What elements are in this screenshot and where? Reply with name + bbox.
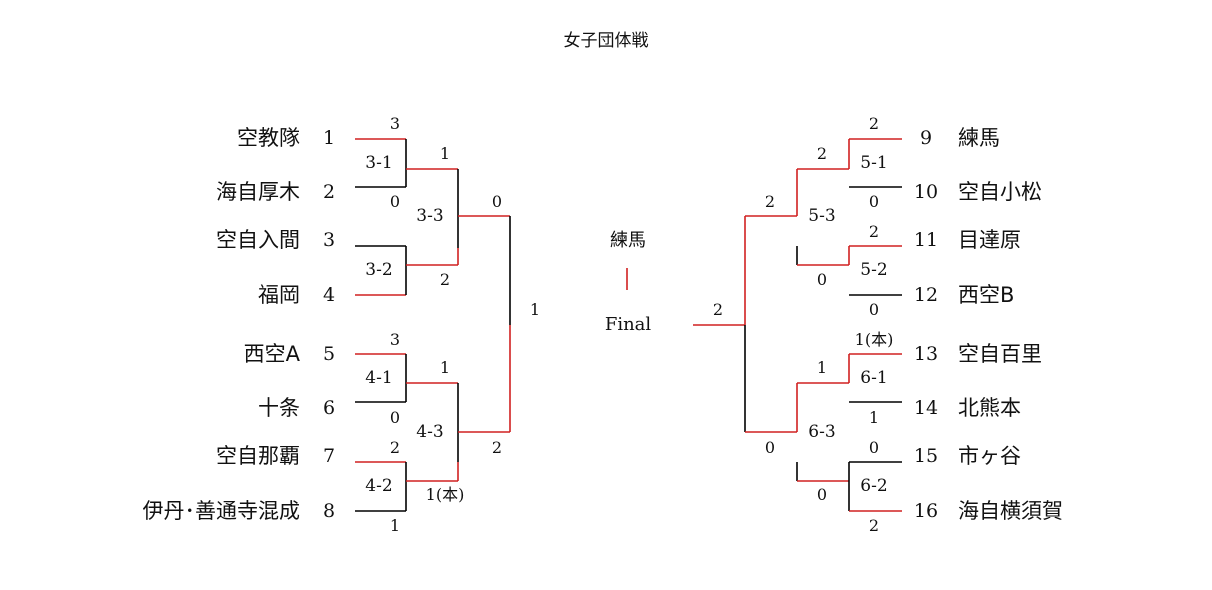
seed-left-2: 2 <box>322 181 336 203</box>
score-left-r1-m1-top: 3 <box>389 114 401 133</box>
score-right-r1-m1-bottom: 0 <box>868 192 880 211</box>
seed-right-10: 10 <box>913 181 939 203</box>
match-label-4-2: 4-2 <box>365 476 393 496</box>
seed-left-7: 7 <box>322 445 336 467</box>
seed-left-6: 6 <box>322 397 336 419</box>
score-right-r1-m3-top: 1(本) <box>854 330 894 349</box>
team-name-left-1: 空教隊 <box>237 126 300 150</box>
seed-right-9: 9 <box>919 127 933 149</box>
team-name-right-11: 目達原 <box>958 228 1021 252</box>
match-label-5-1: 5-1 <box>860 153 888 173</box>
team-name-left-4: 福岡 <box>258 283 300 307</box>
score-left-r2-m2-top: 1 <box>439 358 451 377</box>
team-name-right-12: 西空B <box>958 283 1015 307</box>
seed-left-3: 3 <box>322 229 336 251</box>
team-name-right-16: 海自横須賀 <box>958 499 1063 523</box>
seed-left-4: 4 <box>322 284 336 306</box>
seed-left-1: 1 <box>322 127 336 149</box>
score-left-r2-m1-top: 1 <box>439 144 451 163</box>
score-left-r1-m4-top: 2 <box>389 438 401 457</box>
score-right-r2-m1-top: 2 <box>816 144 828 163</box>
match-label-6-3: 6-3 <box>808 422 836 442</box>
score-right-r2-m2-top: 1 <box>816 358 828 377</box>
match-label-3-3: 3-3 <box>416 206 444 226</box>
final-score-left: 1 <box>529 300 541 319</box>
final-score-right: 2 <box>712 300 724 319</box>
seed-right-11: 11 <box>913 229 939 251</box>
team-name-right-9: 練馬 <box>958 126 1000 150</box>
seed-right-12: 12 <box>913 284 939 306</box>
champion-name: 練馬 <box>610 230 646 251</box>
match-label-4-1: 4-1 <box>365 368 393 388</box>
team-name-left-5: 西空A <box>243 342 300 366</box>
score-right-r1-m4-bottom: 2 <box>868 516 880 535</box>
score-left-r2-m1-bottom: 2 <box>439 270 451 289</box>
match-label-5-3: 5-3 <box>808 206 836 226</box>
team-name-right-15: 市ヶ谷 <box>958 444 1021 468</box>
team-name-right-13: 空自百里 <box>958 342 1042 366</box>
team-name-left-6: 十条 <box>258 396 300 420</box>
seed-left-8: 8 <box>322 500 336 522</box>
score-right-r1-m2-bottom: 0 <box>868 300 880 319</box>
score-right-r1-m2-top: 2 <box>868 222 880 241</box>
seed-right-16: 16 <box>913 500 939 522</box>
score-left-r1-m3-top: 3 <box>389 330 401 349</box>
team-name-right-14: 北熊本 <box>958 396 1021 420</box>
score-right-r2-m2-bottom: 0 <box>816 485 828 504</box>
score-left-sf-top: 0 <box>491 192 503 211</box>
match-label-5-2: 5-2 <box>860 260 888 280</box>
score-right-r2-m1-bottom: 0 <box>816 270 828 289</box>
team-name-left-2: 海自厚木 <box>216 180 300 204</box>
page-title: 女子団体戦 <box>563 31 649 51</box>
match-label-6-1: 6-1 <box>860 368 888 388</box>
score-left-r1-m3-bottom: 0 <box>389 408 401 427</box>
team-name-left-7: 空自那覇 <box>216 444 300 468</box>
score-left-r1-m4-bottom: 1 <box>389 516 401 535</box>
match-label-3-1: 3-1 <box>365 153 393 173</box>
score-left-r2-m2-bottom: 1(本) <box>425 485 465 504</box>
team-name-left-3: 空自入間 <box>216 228 300 252</box>
score-left-r1-m1-bottom: 0 <box>389 192 401 211</box>
match-label-4-3: 4-3 <box>416 422 444 442</box>
score-right-sf-top: 2 <box>764 192 776 211</box>
score-right-r1-m3-bottom: 1 <box>868 408 880 427</box>
match-label-6-2: 6-2 <box>860 476 888 496</box>
match-label-3-2: 3-2 <box>365 260 393 280</box>
final-label: Final <box>604 314 652 335</box>
score-right-r1-m4-top: 0 <box>868 438 880 457</box>
score-left-sf-bottom: 2 <box>491 438 503 457</box>
seed-left-5: 5 <box>322 343 336 365</box>
team-name-right-10: 空自小松 <box>958 180 1042 204</box>
seed-right-15: 15 <box>913 445 939 467</box>
seed-right-14: 14 <box>913 397 939 419</box>
team-name-left-8: 伊丹･善通寺混成 <box>142 499 301 523</box>
score-right-r1-m1-top: 2 <box>868 114 880 133</box>
score-right-sf-bottom: 0 <box>764 438 776 457</box>
seed-right-13: 13 <box>913 343 939 365</box>
